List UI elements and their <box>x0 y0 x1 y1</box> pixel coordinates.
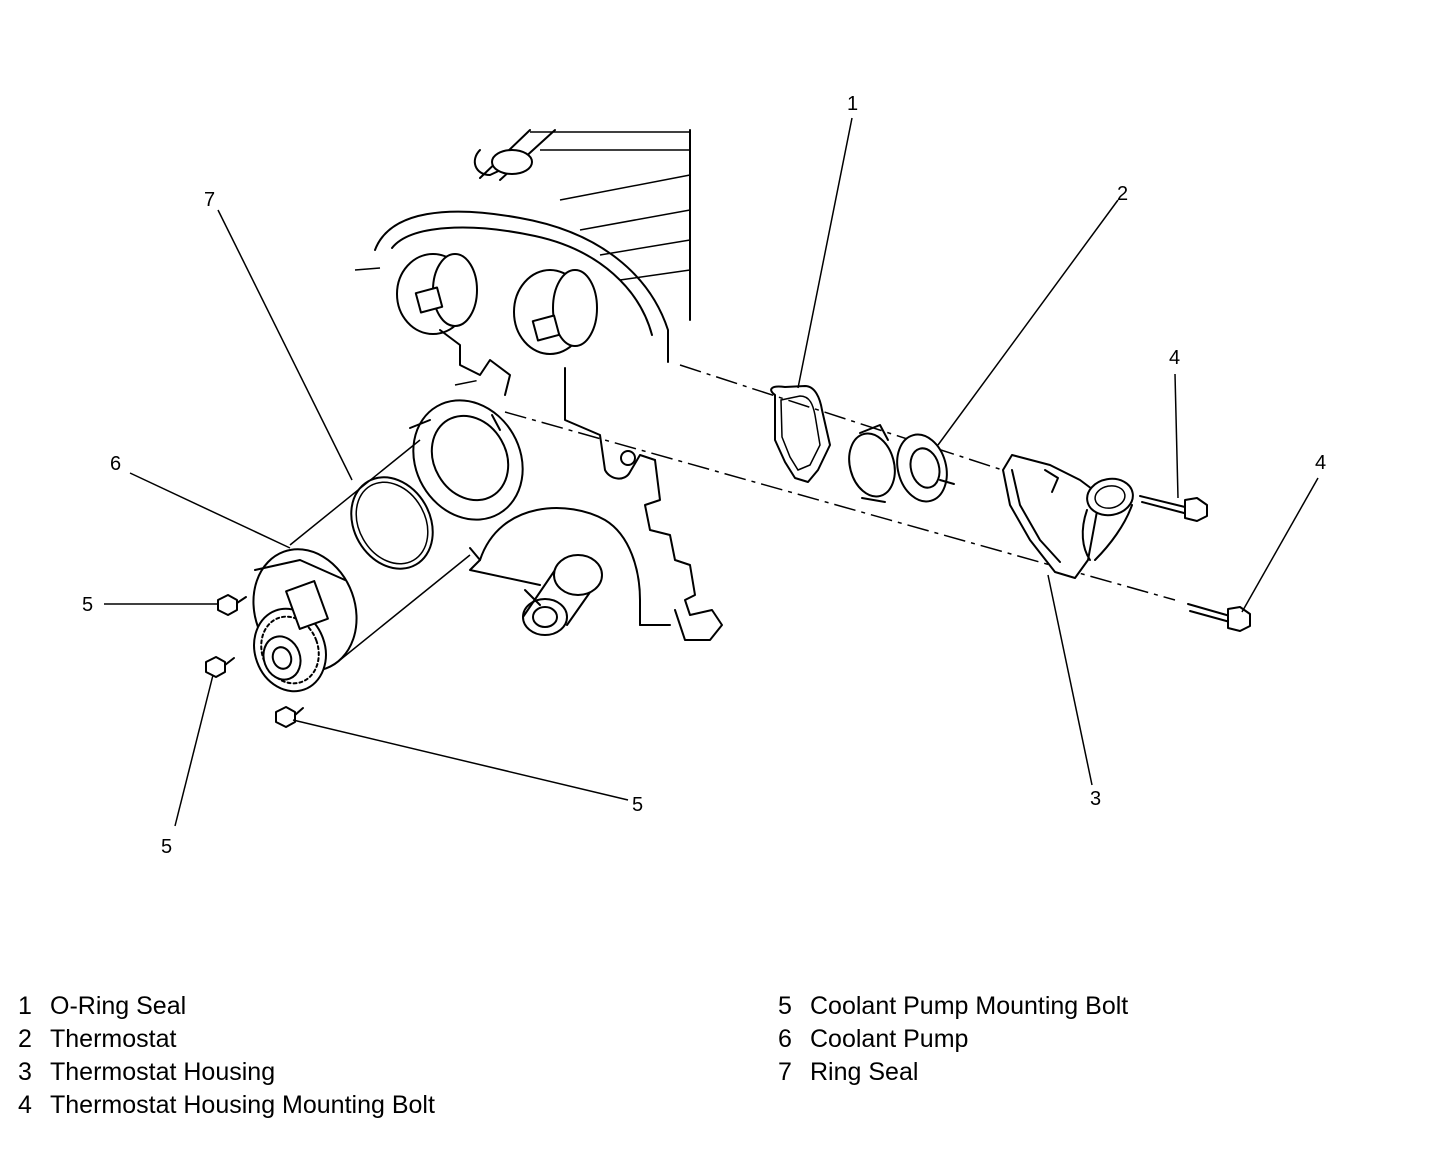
legend-label: Thermostat <box>50 1025 177 1053</box>
legend-item: 4 Thermostat Housing Mounting Bolt <box>18 1089 435 1122</box>
legend-label: Thermostat Housing <box>50 1058 276 1086</box>
housing-bolts-4 <box>1139 495 1251 632</box>
legend-item: 3 Thermostat Housing <box>18 1056 435 1089</box>
legend-number: 1 <box>18 992 32 1020</box>
callout-5b: 5 <box>161 836 172 858</box>
legend-item: 7 Ring Seal <box>778 1056 1128 1089</box>
legend-label: Coolant Pump Mounting Bolt <box>810 992 1129 1020</box>
legend-number: 6 <box>778 1025 792 1053</box>
legend-item: 6 Coolant Pump <box>778 1023 1128 1056</box>
legend-label: Thermostat Housing Mounting Bolt <box>50 1091 435 1119</box>
legend-number: 4 <box>18 1091 32 1119</box>
legend-item: 2 Thermostat <box>18 1023 435 1056</box>
legend-label: Coolant Pump <box>810 1025 969 1053</box>
housing-bolt-b <box>1187 603 1251 632</box>
callout-1: 1 <box>847 93 858 115</box>
housing-bolt-a <box>1139 495 1208 522</box>
coolant-pump-6 <box>252 439 471 693</box>
legend-number: 3 <box>18 1058 32 1086</box>
legend-label: O-Ring Seal <box>50 992 187 1020</box>
engine-block-outline <box>354 129 1176 641</box>
callout-5c: 5 <box>632 794 643 816</box>
legend-number: 7 <box>778 1058 792 1086</box>
pump-bolt-b <box>205 656 235 678</box>
callout-4b: 4 <box>1315 452 1326 474</box>
thermostat-2 <box>848 424 955 503</box>
legend-number: 5 <box>778 992 792 1020</box>
callout-5a: 5 <box>82 594 93 616</box>
callout-6: 6 <box>110 453 121 475</box>
callout-3: 3 <box>1090 788 1101 810</box>
o-ring-seal-1 <box>770 385 831 483</box>
callout-7: 7 <box>204 189 215 211</box>
exploded-parts-diagram: 1 2 3 4 4 5 5 5 6 7 <box>82 93 1326 858</box>
callout-2: 2 <box>1117 183 1128 205</box>
legend-column-right: 5 Coolant Pump Mounting Bolt 6 Coolant Pum… <box>778 990 1128 1089</box>
legend-item: 5 Coolant Pump Mounting Bolt <box>778 990 1128 1023</box>
pump-bolts-5 <box>205 594 304 728</box>
thermostat-housing-3 <box>1002 454 1134 579</box>
pump-bolt-a <box>217 594 247 616</box>
legend-label: Ring Seal <box>810 1058 919 1086</box>
callout-4a: 4 <box>1169 347 1180 369</box>
pump-bolt-c <box>275 706 304 728</box>
legend-item: 1 O-Ring Seal <box>18 990 435 1023</box>
leader-lines <box>104 117 1319 827</box>
pump-bore-gasket <box>409 399 524 521</box>
legend-number: 2 <box>18 1025 32 1053</box>
